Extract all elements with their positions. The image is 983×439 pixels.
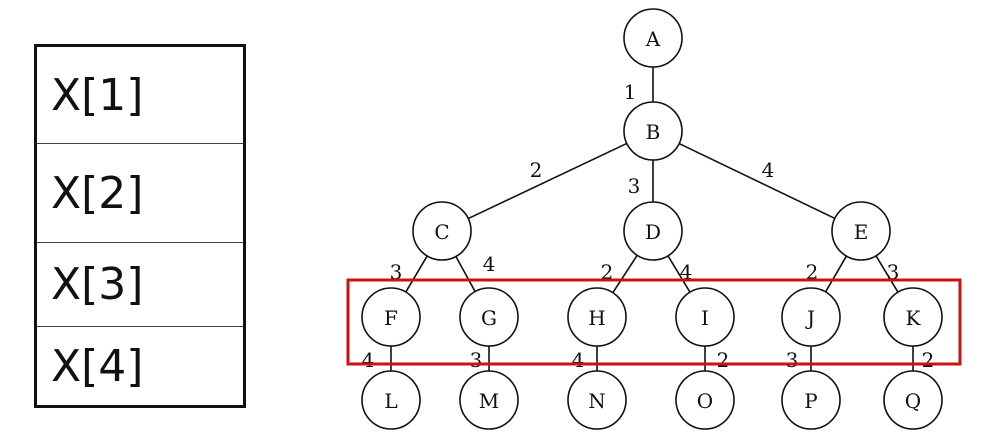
tree-node-G: G xyxy=(459,287,519,347)
node-label-L: L xyxy=(384,389,397,413)
node-label-D: D xyxy=(645,220,661,244)
node-label-C: C xyxy=(434,220,449,244)
edge-label-G-M: 3 xyxy=(470,348,483,372)
edge-label-E-K: 3 xyxy=(887,260,900,284)
tree-node-C: C xyxy=(412,201,472,261)
edge-label-C-G: 4 xyxy=(483,252,496,276)
edge-label-B-E: 4 xyxy=(762,158,775,182)
table-cell-x3: X[3] xyxy=(37,243,243,327)
tree-node-M: M xyxy=(459,370,519,430)
edge-C-F xyxy=(405,255,428,293)
edge-D-H xyxy=(612,254,638,294)
node-label-N: N xyxy=(588,389,606,413)
node-label-G: G xyxy=(481,306,497,330)
tree-node-Q: Q xyxy=(883,370,943,430)
node-label-A: A xyxy=(645,27,661,51)
tree-node-L: L xyxy=(361,370,421,430)
node-label-I: I xyxy=(701,306,709,330)
tree-node-B: B xyxy=(623,101,683,161)
edge-D-I xyxy=(667,255,691,293)
table-cell-x1: X[1] xyxy=(37,47,243,144)
edge-label-A-B: 1 xyxy=(624,80,637,104)
highlight-layer xyxy=(346,278,962,366)
node-label-B: B xyxy=(646,120,661,144)
node-circle-D xyxy=(623,201,683,261)
tree-node-K: K xyxy=(883,287,943,347)
node-circle-O xyxy=(675,370,735,430)
edge-B-C xyxy=(467,142,628,220)
tree-node-A: A xyxy=(623,8,683,68)
node-label-F: F xyxy=(384,306,398,330)
edge-label-D-H: 2 xyxy=(601,260,614,284)
edge-label-H-N: 4 xyxy=(572,348,585,372)
node-circle-P xyxy=(781,370,841,430)
tree-edges: 1 2 3 4 3 4 2 4 2 3 4 3 4 2 3 2 xyxy=(362,67,935,372)
edge-label-B-D: 3 xyxy=(628,174,641,198)
node-circle-A xyxy=(623,8,683,68)
node-circle-M xyxy=(459,370,519,430)
node-label-E: E xyxy=(854,220,869,244)
tree-node-D: D xyxy=(623,201,683,261)
node-circle-G xyxy=(459,287,519,347)
edge-label-K-Q: 2 xyxy=(922,348,935,372)
node-circle-K xyxy=(883,287,943,347)
node-circle-L xyxy=(361,370,421,430)
table-cell-x2: X[2] xyxy=(37,144,243,243)
node-label-J: J xyxy=(805,306,815,330)
tree-nodes: A B C D E F G H I J K L M N O P Q xyxy=(361,8,943,430)
edge-label-E-J: 2 xyxy=(806,260,819,284)
edge-E-K xyxy=(875,255,899,293)
node-circle-N xyxy=(567,370,627,430)
node-label-P: P xyxy=(804,389,817,413)
tree-node-P: P xyxy=(781,370,841,430)
edge-label-J-P: 3 xyxy=(786,348,799,372)
tree-node-E: E xyxy=(831,201,891,261)
edge-label-I-O: 2 xyxy=(717,348,730,372)
node-circle-J xyxy=(781,287,841,347)
node-label-K: K xyxy=(906,306,922,330)
edge-E-J xyxy=(824,255,848,293)
edge-label-D-I: 4 xyxy=(680,260,693,284)
node-circle-F xyxy=(361,287,421,347)
edge-label-B-C: 2 xyxy=(530,158,543,182)
node-circle-B xyxy=(623,101,683,161)
node-circle-E xyxy=(831,201,891,261)
edge-B-E xyxy=(678,142,836,220)
node-circle-Q xyxy=(883,370,943,430)
node-circle-I xyxy=(675,287,735,347)
node-label-M: M xyxy=(479,389,499,413)
node-circle-H xyxy=(567,287,627,347)
node-label-H: H xyxy=(588,306,605,330)
highlight-box xyxy=(346,278,962,366)
node-label-Q: Q xyxy=(905,389,921,413)
tree-node-F: F xyxy=(361,287,421,347)
tree-node-O: O xyxy=(675,370,735,430)
tree-node-I: I xyxy=(675,287,735,347)
tree-node-N: N xyxy=(567,370,627,430)
edge-label-C-F: 3 xyxy=(390,260,403,284)
edge-label-F-L: 4 xyxy=(362,348,375,372)
tree-node-J: J xyxy=(781,287,841,347)
edge-C-G xyxy=(455,256,476,292)
table-cell-x4: X[4] xyxy=(51,340,144,392)
tree-node-H: H xyxy=(567,287,627,347)
variable-table: X[1] X[2] X[3] X[4] xyxy=(34,44,246,408)
node-circle-C xyxy=(412,201,472,261)
node-label-O: O xyxy=(697,389,713,413)
